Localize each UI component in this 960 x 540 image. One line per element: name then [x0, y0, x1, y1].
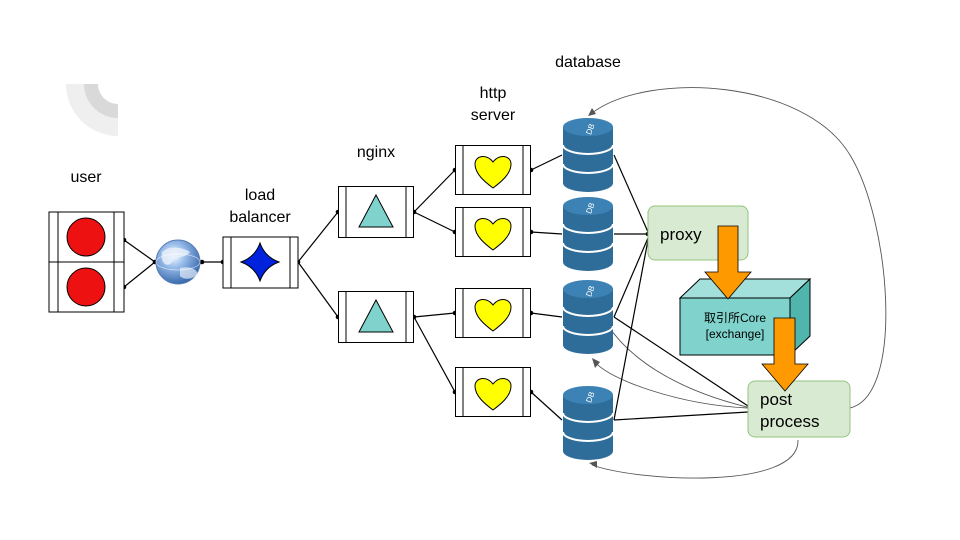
yellow-heart-icon [455, 288, 531, 338]
database-node: database DB DB DB DB [555, 54, 621, 461]
http-server-label-line1: http [480, 85, 507, 102]
connection-lines [121, 154, 749, 421]
yellow-heart-icon [455, 367, 531, 417]
exchange-label-line1: 取引所Core [704, 311, 766, 325]
post-process-label-line2: process [760, 412, 820, 431]
user-node: user [48, 169, 125, 313]
post-process-label-line1: post [760, 390, 792, 409]
globe-icon [155, 239, 201, 285]
yellow-heart-icon [455, 207, 531, 257]
nginx-node: nginx [338, 144, 414, 343]
database-label: database [555, 54, 621, 71]
db-badge: DB [584, 390, 596, 404]
curve-arrowhead-db4 [589, 461, 597, 468]
teal-triangle-icon [338, 291, 414, 343]
proxy-label: proxy [660, 225, 702, 244]
database-cylinder-icon: DB [562, 279, 614, 355]
orange-down-arrow-icon [761, 317, 809, 392]
http-server-node: http server [455, 85, 531, 417]
curve-arrowhead-db3 [592, 358, 600, 368]
db-badge: DB [584, 201, 596, 215]
curve-arrowhead-db1 [588, 108, 596, 116]
curve-post-to-db3 [594, 361, 749, 409]
curve-post-to-db1 [591, 87, 887, 409]
database-cylinder-icon: DB [562, 117, 614, 193]
exchange-label-line2: [exchange] [706, 327, 765, 341]
database-cylinder-icon: DB [562, 196, 614, 272]
load-balancer-node: load balancer [222, 187, 299, 289]
internet-node [155, 239, 201, 285]
orange-down-arrow-icon [704, 225, 752, 300]
post-process-node: post process [747, 380, 851, 438]
db-badge: DB [584, 122, 596, 136]
curve-post-to-db4 [591, 439, 799, 479]
blue-four-point-star-icon [239, 241, 281, 283]
db-badge: DB [584, 284, 596, 298]
teal-triangle-icon [338, 186, 414, 238]
http-server-label-line2: server [471, 107, 516, 124]
database-cylinder-icon: DB [562, 385, 614, 461]
load-balancer-label-line2: balancer [229, 209, 291, 226]
red-circle-icon [66, 217, 106, 257]
nginx-label: nginx [357, 144, 395, 161]
user-label: user [70, 169, 102, 186]
exchange-core-node: 取引所Core [exchange] [678, 277, 812, 357]
load-balancer-label-line1: load [245, 187, 275, 204]
red-circle-icon [66, 267, 106, 307]
decorative-arc [66, 84, 118, 136]
yellow-heart-icon [455, 145, 531, 195]
